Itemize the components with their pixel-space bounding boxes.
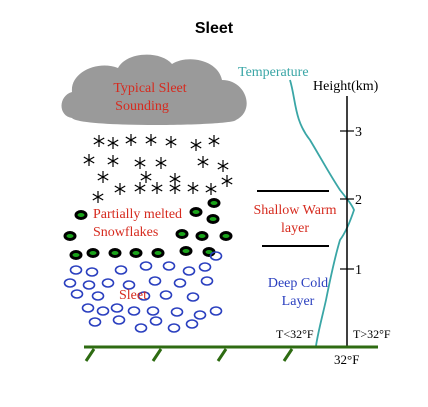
sleet-pellet-icon xyxy=(82,280,96,290)
sleet-pellet-icon xyxy=(198,262,212,272)
below-freezing-label: T<32°F xyxy=(276,327,314,341)
sleet-pellet-icon xyxy=(96,306,110,316)
sleet-pellet-icon xyxy=(182,266,196,276)
melted-snowflake-icon xyxy=(108,248,122,258)
sleet-pellet-icon xyxy=(70,289,84,299)
sleet-pellet-icon xyxy=(114,265,128,275)
melted-snowflake-icon xyxy=(175,229,189,239)
melted-snowflake-icon xyxy=(129,248,143,258)
sleet-label: Sleet xyxy=(119,288,147,303)
sleet-pellets xyxy=(63,251,223,333)
sleet-pellet-icon xyxy=(110,303,124,313)
snowflake-icon xyxy=(208,135,220,147)
deep-cold-label-line1: Deep Cold xyxy=(268,276,328,291)
above-freezing-label: T>32°F xyxy=(353,327,391,341)
melted-snowflake-icon xyxy=(219,231,233,241)
sleet-pellet-icon xyxy=(122,280,136,290)
sleet-pellet-icon xyxy=(209,251,223,261)
partially-melted-label-line2: Snowflakes xyxy=(93,225,158,240)
melted-snowflake-icon xyxy=(189,207,203,217)
ground-hatches xyxy=(84,348,294,362)
height-tick-label-2: 2 xyxy=(355,193,362,208)
sleet-pellet-icon xyxy=(185,319,199,329)
sleet-pellet-icon xyxy=(85,267,99,277)
melted-snowflake-icon xyxy=(195,231,209,241)
sleet-pellet-icon xyxy=(162,261,176,271)
snowflake-icon xyxy=(197,156,209,168)
sleet-pellet-icon xyxy=(137,291,151,301)
melted-snowflake-icon xyxy=(86,248,100,258)
shallow-warm-label-line1: Shallow Warm xyxy=(254,203,337,218)
snowflake-icon xyxy=(125,134,137,146)
cloud-label-line2: Sounding xyxy=(115,99,169,114)
cloud-label-line1: Typical Sleet xyxy=(113,81,186,96)
sleet-pellet-icon xyxy=(173,278,187,288)
sleet-pellet-icon xyxy=(139,261,153,271)
snowflake-icon xyxy=(217,160,229,172)
snowflake-icon xyxy=(155,157,167,169)
sleet-pellet-icon xyxy=(63,278,77,288)
melted-snowflake-icon xyxy=(207,198,221,208)
height-tick-label-1: 1 xyxy=(355,263,362,278)
temperature-label: Temperature xyxy=(238,65,309,80)
sleet-pellet-icon xyxy=(170,307,184,317)
sleet-pellet-icon xyxy=(146,306,160,316)
melted-snowflake-icon xyxy=(69,250,83,260)
snowflake-icon xyxy=(140,171,152,183)
sleet-pellet-icon xyxy=(127,306,141,316)
melted-snowflake-icon xyxy=(63,231,77,241)
sleet-pellet-icon xyxy=(149,316,163,326)
sleet-pellet-icon xyxy=(81,303,95,313)
height-axis-label: Height(km) xyxy=(313,79,379,94)
sleet-pellet-icon xyxy=(112,315,126,325)
melted-snowflake-icon xyxy=(74,210,88,220)
snowflake-icon xyxy=(221,175,233,187)
partially-melted-label-line1: Partially melted xyxy=(93,207,182,222)
freezing-label: 32°F xyxy=(334,352,359,367)
snowflake-icon xyxy=(97,171,109,183)
sleet-pellet-icon xyxy=(69,265,83,275)
melted-snowflake-icon xyxy=(206,214,220,224)
sleet-pellet-icon xyxy=(159,290,173,300)
cloud-shape xyxy=(61,54,247,125)
sleet-pellet-icon xyxy=(209,306,223,316)
snowflakes xyxy=(83,134,233,203)
sleet-pellet-icon xyxy=(88,317,102,327)
sleet-pellet-icon xyxy=(200,276,214,286)
sleet-pellet-icon xyxy=(101,278,115,288)
snowflake-icon xyxy=(107,137,119,149)
snowflake-icon xyxy=(92,191,104,203)
sleet-pellet-icon xyxy=(134,323,148,333)
snowflake-icon xyxy=(151,182,163,194)
snowflake-icon xyxy=(134,182,146,194)
snowflake-icon xyxy=(134,157,146,169)
shallow-warm-label-line2: layer xyxy=(281,221,309,236)
sleet-pellet-icon xyxy=(91,291,105,301)
melted-snowflake-icon xyxy=(179,246,193,256)
melted-snowflake-icon xyxy=(151,248,165,258)
temperature-curve xyxy=(289,79,355,347)
snowflake-icon xyxy=(169,182,181,194)
snowflake-icon xyxy=(114,183,126,195)
sleet-pellet-icon xyxy=(167,323,181,333)
partially-melted-snowflakes xyxy=(63,198,233,260)
diagram-title: Sleet xyxy=(194,20,234,37)
snowflake-icon xyxy=(205,183,217,195)
snowflake-icon xyxy=(145,134,157,146)
melted-snowflake-icon xyxy=(202,247,216,257)
sleet-pellet-icon xyxy=(193,310,207,320)
sleet-pellet-icon xyxy=(186,292,200,302)
snowflake-icon xyxy=(107,155,119,167)
snowflake-icon xyxy=(93,135,105,147)
snowflake-icon xyxy=(190,139,202,151)
deep-cold-label-line2: Layer xyxy=(282,294,315,309)
sleet-pellet-icon xyxy=(148,276,162,286)
height-tick-label-3: 3 xyxy=(355,125,362,140)
snowflake-icon xyxy=(83,154,95,166)
snowflake-icon xyxy=(165,136,177,148)
snowflake-icon xyxy=(187,182,199,194)
